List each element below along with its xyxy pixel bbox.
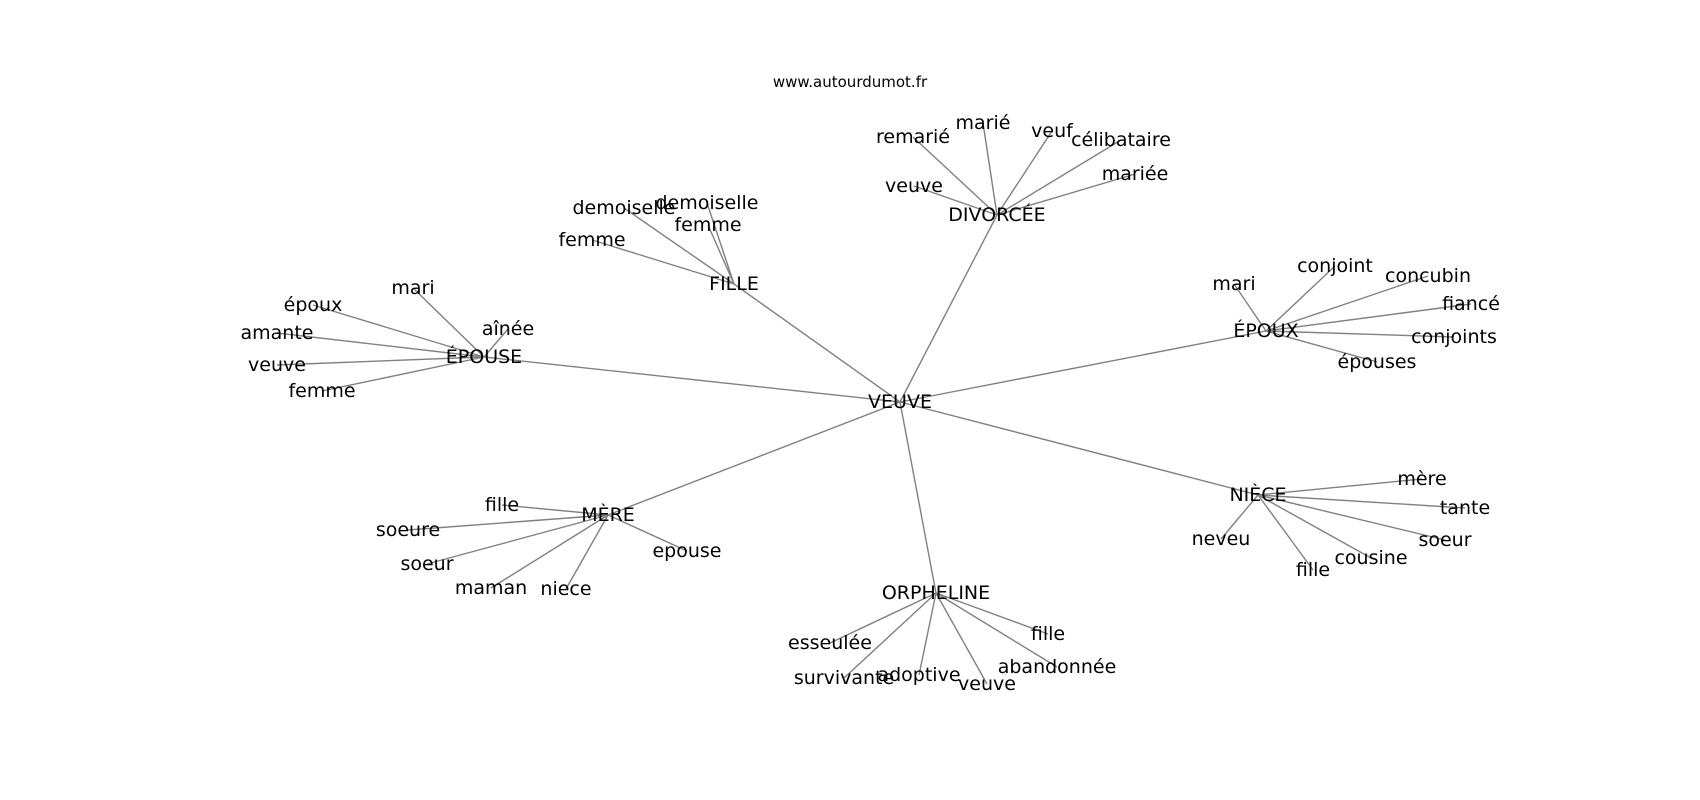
edge-hub-to-leaf — [321, 356, 485, 392]
edge-hub-to-leaf — [982, 122, 998, 216]
edge-root-to-hub — [607, 401, 901, 516]
edge-hub-to-leaf — [996, 130, 1053, 216]
leaf-node-label[interactable]: adoptive — [877, 664, 960, 686]
edge-hub-to-leaf — [1257, 478, 1423, 496]
edge-hub-to-leaf — [276, 356, 485, 366]
hub-node-label[interactable]: DIVORCÉE — [948, 203, 1045, 226]
leaf-node-label[interactable]: soeur — [1418, 529, 1471, 551]
leaf-node-label[interactable]: aînée — [482, 318, 534, 340]
leaf-node-label[interactable]: demoiselle — [573, 197, 676, 219]
leaf-node-label[interactable]: mari — [391, 277, 434, 299]
leaf-node-label[interactable]: conjoint — [1297, 255, 1373, 277]
edge-hub-to-leaf — [935, 592, 1049, 635]
leaf-node-label[interactable]: remarié — [876, 126, 950, 148]
leaf-node-label[interactable]: epouse — [652, 540, 721, 562]
leaf-node-label[interactable]: mère — [1397, 468, 1446, 490]
leaf-node-label[interactable]: fiancé — [1442, 293, 1500, 315]
edge-hub-to-leaf — [607, 514, 688, 552]
edge-hub-to-leaf — [935, 592, 988, 685]
edge-hub-to-leaf — [1265, 303, 1472, 332]
edge-hub-to-leaf — [1257, 494, 1446, 541]
edge-hub-to-leaf — [1265, 330, 1455, 338]
leaf-node-label[interactable]: veuf — [1031, 120, 1074, 142]
leaf-node-label[interactable]: tante — [1440, 497, 1490, 519]
leaf-node-label[interactable]: femme — [558, 229, 625, 251]
hub-node-label[interactable]: ÉPOUSE — [446, 345, 522, 368]
edge-hub-to-leaf — [829, 592, 937, 644]
edge-hub-to-leaf — [843, 592, 937, 679]
edge-hub-to-leaf — [426, 514, 609, 565]
hub-node-label[interactable]: FILLE — [709, 273, 759, 295]
leaf-node-label[interactable]: soeure — [376, 519, 440, 541]
root-node-label[interactable]: VEUVE — [868, 391, 932, 413]
edge-hub-to-leaf — [501, 504, 609, 516]
edge-hub-to-leaf — [407, 514, 609, 531]
edge-hub-to-leaf — [1257, 494, 1372, 559]
leaf-node-label[interactable]: esseulée — [788, 632, 872, 654]
edge-hub-to-leaf — [1265, 265, 1336, 332]
edge-root-to-hub — [733, 283, 901, 403]
graph-edges — [276, 122, 1472, 685]
edge-hub-to-leaf — [706, 202, 735, 285]
leaf-node-label[interactable]: abandonnée — [998, 656, 1117, 678]
hub-node-label[interactable]: ÉPOUX — [1233, 319, 1298, 342]
leaf-node-label[interactable]: marié — [956, 112, 1011, 134]
edge-hub-to-leaf — [490, 514, 609, 589]
edge-hub-to-leaf — [1257, 494, 1314, 571]
edge-hub-to-leaf — [996, 139, 1122, 216]
edge-root-to-hub — [899, 214, 998, 403]
leaf-node-label[interactable]: veuve — [248, 354, 306, 376]
edge-hub-to-leaf — [412, 287, 485, 358]
edge-hub-to-leaf — [913, 185, 998, 216]
edge-hub-to-leaf — [623, 207, 735, 285]
leaf-node-label[interactable]: demoiselle — [656, 192, 759, 214]
leaf-node-label[interactable]: mari — [1212, 273, 1255, 295]
edge-hub-to-leaf — [276, 332, 485, 358]
edge-hub-to-leaf — [1220, 494, 1259, 540]
leaf-node-label[interactable]: niece — [540, 578, 591, 600]
leaf-node-label[interactable]: époux — [284, 294, 343, 316]
edge-hub-to-leaf — [918, 592, 937, 676]
hub-node-label[interactable]: MÈRE — [581, 503, 635, 526]
edge-hub-to-leaf — [1265, 330, 1378, 363]
leaf-node-label[interactable]: neveu — [1192, 528, 1251, 550]
edge-hub-to-leaf — [1233, 283, 1267, 332]
leaf-node-label[interactable]: femme — [288, 380, 355, 402]
leaf-node-label[interactable]: concubin — [1385, 265, 1471, 287]
leaf-node-label[interactable]: maman — [455, 577, 527, 599]
edge-hub-to-leaf — [1257, 494, 1466, 509]
leaf-node-label[interactable]: fille — [485, 494, 519, 516]
leaf-node-label[interactable]: conjoints — [1411, 326, 1497, 348]
leaf-node-label[interactable]: mariée — [1102, 163, 1169, 185]
edge-hub-to-leaf — [483, 328, 509, 358]
site-url[interactable]: www.autourdumot.fr — [773, 73, 928, 91]
edge-hub-to-leaf — [707, 224, 735, 285]
leaf-node-label[interactable]: épouses — [1338, 351, 1417, 373]
hub-node-label[interactable]: NIÈCE — [1229, 483, 1286, 506]
leaf-node-label[interactable]: amante — [241, 322, 314, 344]
leaf-node-label[interactable]: survivante — [794, 667, 894, 689]
edge-hub-to-leaf — [312, 304, 485, 358]
leaf-node-label[interactable]: célibataire — [1071, 129, 1171, 151]
edge-hub-to-leaf — [935, 592, 1058, 668]
leaf-node-label[interactable]: cousine — [1334, 547, 1407, 569]
edge-root-to-hub — [899, 401, 1259, 496]
edge-hub-to-leaf — [1265, 275, 1429, 332]
edge-hub-to-leaf — [996, 173, 1136, 216]
hub-node-label[interactable]: ORPHELINE — [882, 582, 990, 604]
leaf-node-label[interactable]: fille — [1031, 623, 1065, 645]
leaf-node-label[interactable]: veuve — [958, 673, 1016, 695]
leaf-node-label[interactable]: fille — [1296, 559, 1330, 581]
leaf-node-label[interactable]: veuve — [885, 175, 943, 197]
edge-hub-to-leaf — [912, 136, 998, 216]
edge-root-to-hub — [899, 401, 937, 594]
edge-root-to-hub — [483, 356, 901, 403]
leaf-node-label[interactable]: soeur — [400, 553, 453, 575]
edge-hub-to-leaf — [591, 239, 735, 285]
edge-root-to-hub — [899, 330, 1267, 403]
edge-hub-to-leaf — [565, 514, 609, 590]
leaf-node-label[interactable]: femme — [674, 214, 741, 236]
